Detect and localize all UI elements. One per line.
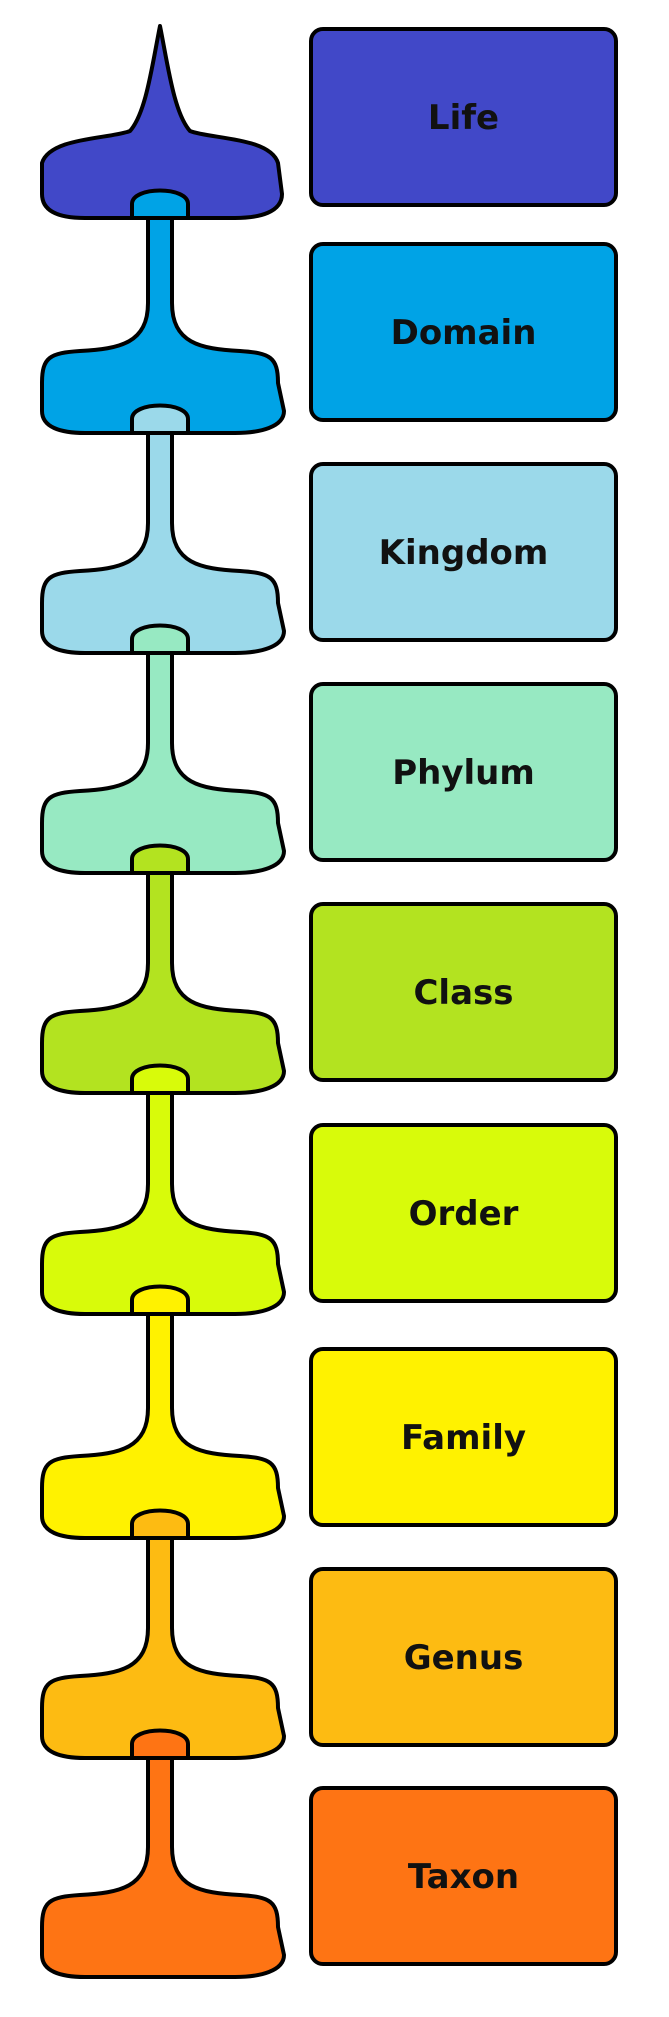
- rank-box-order: Order: [309, 1123, 618, 1303]
- rank-shape-taxon: [40, 1756, 286, 1979]
- rank-box-bg-order: [309, 1123, 618, 1303]
- rank-label-kingdom: Kingdom: [379, 533, 549, 573]
- rank-label-life: Life: [428, 98, 499, 138]
- rank-label-class: Class: [413, 973, 513, 1013]
- rank-box-kingdom: Kingdom: [309, 462, 618, 642]
- rank-box-bg-family: [309, 1347, 618, 1527]
- rank-box-class: Class: [309, 902, 618, 1082]
- rank-shape-phylum: [40, 651, 286, 875]
- rank-label-genus: Genus: [404, 1638, 524, 1678]
- rank-box-bg-class: [309, 902, 618, 1082]
- rank-label-phylum: Phylum: [392, 753, 535, 793]
- rank-shape-class: [40, 871, 286, 1095]
- rank-shapes: [40, 24, 286, 1979]
- rank-label-domain: Domain: [391, 313, 537, 353]
- rank-connector-class: [130, 1063, 190, 1095]
- rank-box-bg-life: [309, 27, 618, 207]
- rank-shape-life: [40, 24, 284, 220]
- rank-connector-life: [130, 188, 190, 220]
- rank-connector-order: [130, 1284, 190, 1316]
- rank-connector-kingdom: [130, 623, 190, 655]
- rank-connector-domain: [130, 403, 190, 435]
- rank-box-bg-kingdom: [309, 462, 618, 642]
- rank-shape-family: [40, 1312, 286, 1540]
- rank-box-phylum: Phylum: [309, 682, 618, 862]
- rank-label-family: Family: [401, 1418, 526, 1458]
- rank-connector-genus: [130, 1728, 190, 1760]
- rank-box-family: Family: [309, 1347, 618, 1527]
- rank-connector-family: [130, 1508, 190, 1540]
- rank-shape-domain: [40, 216, 286, 435]
- rank-box-bg-taxon: [309, 1786, 618, 1966]
- rank-box-genus: Genus: [309, 1567, 618, 1747]
- rank-box-bg-phylum: [309, 682, 618, 862]
- rank-box-life: Life: [309, 27, 618, 207]
- rank-shape-order: [40, 1091, 286, 1316]
- rank-boxes: LifeDomainKingdomPhylumClassOrderFamilyG…: [309, 27, 618, 1966]
- rank-label-taxon: Taxon: [408, 1857, 519, 1897]
- rank-label-order: Order: [409, 1194, 519, 1234]
- rank-box-bg-genus: [309, 1567, 618, 1747]
- rank-box-bg-domain: [309, 242, 618, 422]
- rank-connector-phylum: [130, 843, 190, 875]
- rank-box-taxon: Taxon: [309, 1786, 618, 1966]
- rank-shape-genus: [40, 1536, 286, 1760]
- rank-shape-kingdom: [40, 431, 286, 655]
- rank-box-domain: Domain: [309, 242, 618, 422]
